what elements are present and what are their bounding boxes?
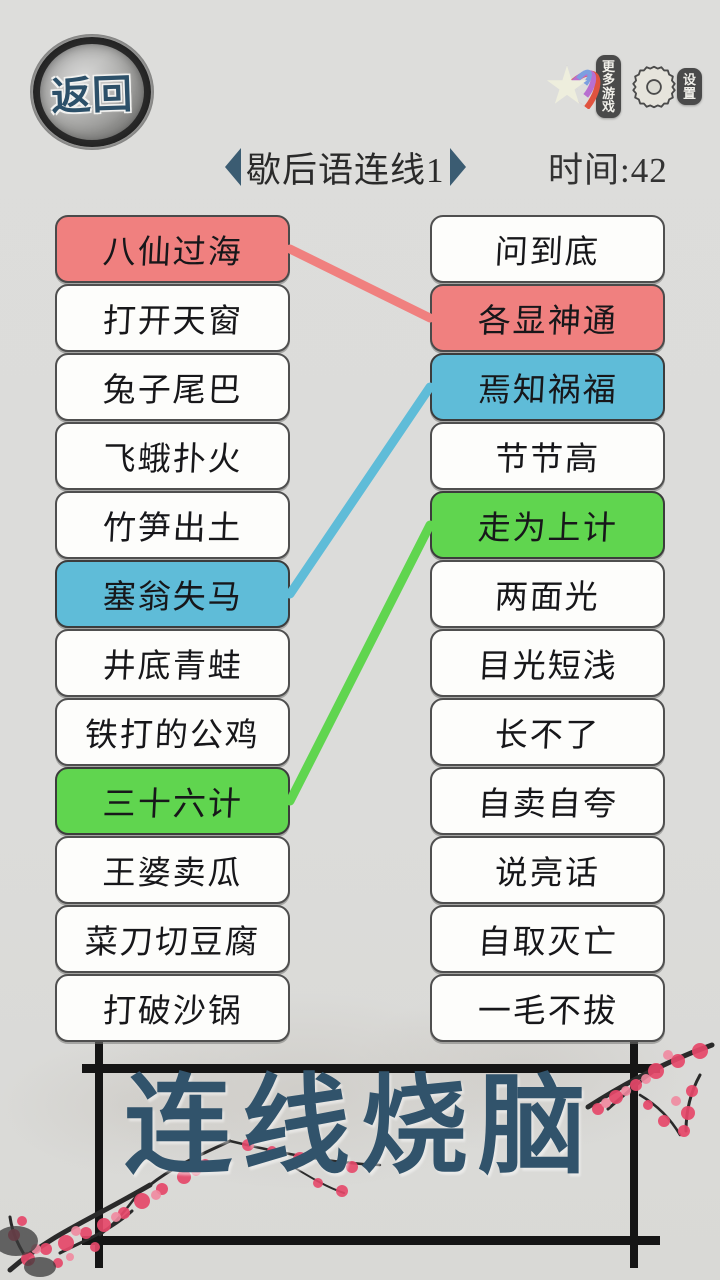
card-left-7[interactable]: 铁打的公鸡 bbox=[55, 698, 290, 766]
card-left-6[interactable]: 井底青蛙 bbox=[55, 629, 290, 697]
card-label: 井底青蛙 bbox=[101, 649, 244, 685]
card-label: 铁打的公鸡 bbox=[83, 718, 261, 754]
card-label: 菜刀切豆腐 bbox=[83, 925, 261, 961]
more-games-button[interactable]: 更多游戏 bbox=[544, 55, 621, 118]
back-ink-circle-icon bbox=[33, 37, 151, 147]
back-button[interactable]: 返回 bbox=[33, 37, 151, 147]
card-label: 目光短浅 bbox=[476, 649, 619, 685]
timer-display: 时间:42 bbox=[548, 150, 668, 190]
card-label: 自卖自夸 bbox=[476, 787, 619, 823]
card-right-5[interactable]: 两面光 bbox=[430, 560, 665, 628]
card-label: 焉知祸福 bbox=[476, 373, 619, 409]
more-games-label: 更多游戏 bbox=[596, 55, 621, 118]
card-right-4[interactable]: 走为上计 bbox=[430, 491, 665, 559]
card-label: 八仙过海 bbox=[101, 235, 244, 271]
card-right-6[interactable]: 目光短浅 bbox=[430, 629, 665, 697]
card-label: 打开天窗 bbox=[101, 304, 244, 340]
left-column: 八仙过海打开天窗兔子尾巴飞蛾扑火竹笋出土塞翁失马井底青蛙铁打的公鸡三十六计王婆卖… bbox=[55, 215, 290, 1043]
card-label: 塞翁失马 bbox=[101, 580, 244, 616]
header-bar: 返回 更多游戏 设置 bbox=[0, 0, 720, 200]
card-left-10[interactable]: 菜刀切豆腐 bbox=[55, 905, 290, 973]
header-actions: 更多游戏 设置 bbox=[544, 55, 702, 118]
frame-line-top bbox=[82, 1064, 660, 1073]
card-right-0[interactable]: 问到底 bbox=[430, 215, 665, 283]
chevron-right-icon bbox=[449, 148, 466, 186]
card-left-3[interactable]: 飞蛾扑火 bbox=[55, 422, 290, 490]
card-label: 两面光 bbox=[493, 580, 601, 616]
card-label: 一毛不拔 bbox=[476, 994, 619, 1030]
settings-label: 设置 bbox=[677, 68, 702, 105]
card-right-7[interactable]: 长不了 bbox=[430, 698, 665, 766]
banner-frame bbox=[82, 1042, 660, 1268]
card-right-11[interactable]: 一毛不拔 bbox=[430, 974, 665, 1042]
card-label: 王婆卖瓜 bbox=[101, 856, 244, 892]
card-right-8[interactable]: 自卖自夸 bbox=[430, 767, 665, 835]
card-label: 节节高 bbox=[493, 442, 601, 478]
gear-svg bbox=[632, 65, 676, 108]
card-left-0[interactable]: 八仙过海 bbox=[55, 215, 290, 283]
right-column: 问到底各显神通焉知祸福节节高走为上计两面光目光短浅长不了自卖自夸说亮话自取灭亡一… bbox=[430, 215, 665, 1043]
card-left-2[interactable]: 兔子尾巴 bbox=[55, 353, 290, 421]
card-left-1[interactable]: 打开天窗 bbox=[55, 284, 290, 352]
card-label: 问到底 bbox=[493, 235, 601, 271]
star-rainbow-icon bbox=[544, 58, 606, 116]
card-right-3[interactable]: 节节高 bbox=[430, 422, 665, 490]
card-label: 打破沙锅 bbox=[101, 994, 244, 1030]
card-label: 飞蛾扑火 bbox=[101, 442, 244, 478]
card-left-8[interactable]: 三十六计 bbox=[55, 767, 290, 835]
frame-line-bottom bbox=[82, 1236, 660, 1245]
card-label: 走为上计 bbox=[476, 511, 619, 547]
card-label: 各显神通 bbox=[476, 304, 619, 340]
frame-line-left bbox=[95, 1042, 103, 1268]
page-title: 歇后语连线1 bbox=[246, 150, 445, 190]
card-left-11[interactable]: 打破沙锅 bbox=[55, 974, 290, 1042]
card-left-4[interactable]: 竹笋出土 bbox=[55, 491, 290, 559]
card-label: 说亮话 bbox=[493, 856, 601, 892]
settings-button[interactable]: 设置 bbox=[625, 58, 702, 116]
frame-line-right bbox=[630, 1042, 638, 1268]
card-left-5[interactable]: 塞翁失马 bbox=[55, 560, 290, 628]
card-label: 兔子尾巴 bbox=[101, 373, 244, 409]
banner-title: 连线烧脑 bbox=[123, 1068, 596, 1187]
card-right-1[interactable]: 各显神通 bbox=[430, 284, 665, 352]
card-right-10[interactable]: 自取灭亡 bbox=[430, 905, 665, 973]
card-left-9[interactable]: 王婆卖瓜 bbox=[55, 836, 290, 904]
card-right-9[interactable]: 说亮话 bbox=[430, 836, 665, 904]
card-right-2[interactable]: 焉知祸福 bbox=[430, 353, 665, 421]
card-label: 三十六计 bbox=[101, 787, 244, 823]
level-title-group: 歇后语连线1 bbox=[225, 142, 466, 193]
title-row: 歇后语连线1 时间:42 bbox=[0, 141, 720, 193]
back-button-label: 返回 bbox=[50, 71, 134, 120]
chevron-left-icon bbox=[225, 148, 241, 186]
gear-icon bbox=[625, 58, 687, 116]
card-label: 自取灭亡 bbox=[476, 925, 619, 961]
card-label: 长不了 bbox=[493, 718, 601, 754]
card-label: 竹笋出土 bbox=[101, 511, 244, 547]
